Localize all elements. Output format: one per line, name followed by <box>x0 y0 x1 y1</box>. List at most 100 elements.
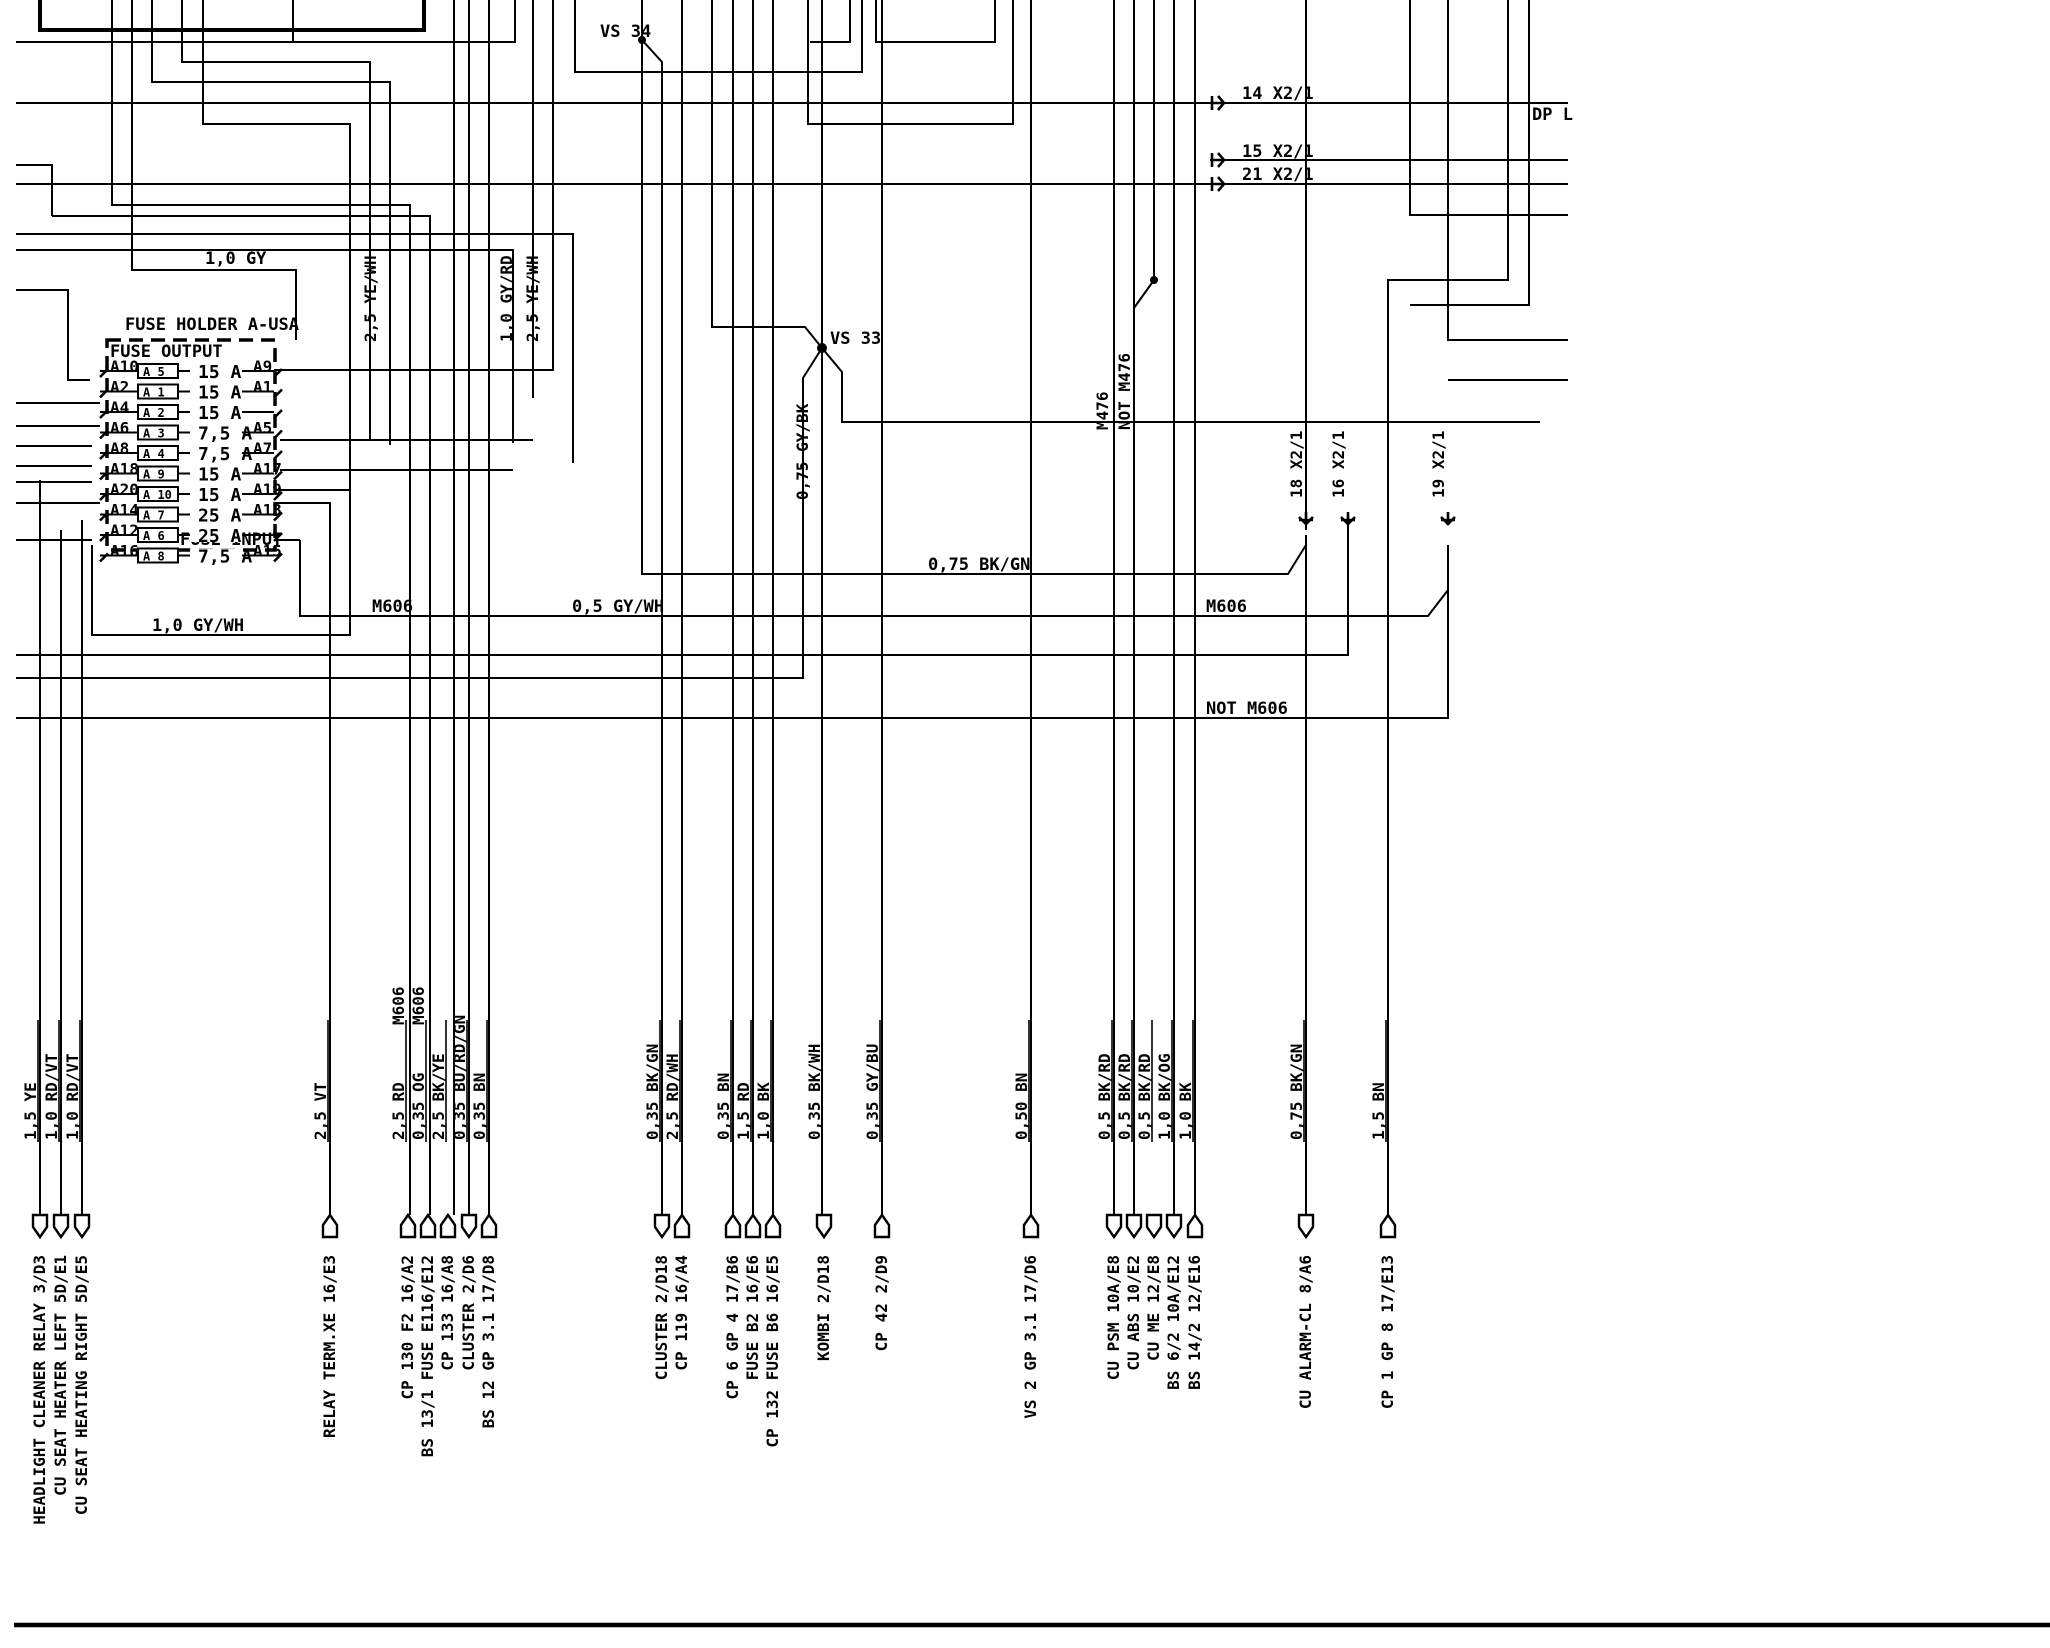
fuse-id: A 3 <box>143 427 165 441</box>
wire-destination: CP 132 FUSE B6 16/E5 <box>763 1255 782 1448</box>
wire-destination: FUSE B2 16/E6 <box>743 1255 762 1380</box>
wire-spec: 0,35 BU/RD/GN <box>450 1015 469 1140</box>
wire-label-gybk: 0,75 GY/BK <box>793 403 812 500</box>
wire-destination: CU SEAT HEATER LEFT 5D/E1 <box>51 1255 70 1496</box>
fuse-left-pin: A12 <box>110 521 139 540</box>
fuse-id: A 5 <box>143 365 165 379</box>
wiring-lines <box>16 0 1568 1215</box>
connector-label-16: 16 X2/1 <box>1329 431 1348 498</box>
connector-15: 15 X2/1 <box>1210 142 1314 168</box>
wire-destination: HEADLIGHT CLEANER RELAY 3/D3 <box>30 1255 49 1525</box>
wire-destination: BS 12 GP 3.1 17/D8 <box>479 1255 498 1428</box>
terminal-arrow-down-icon <box>815 1213 833 1240</box>
wire-terminal: 1,0 BK/OG BS 6/2 10A/E12 <box>1155 1020 1183 1390</box>
wire-destination: CU SEAT HEATING RIGHT 5D/E5 <box>72 1255 91 1515</box>
terminal-arrow-down-icon <box>31 1213 49 1240</box>
wire-spec: 2,5 BK/YE <box>429 1053 448 1140</box>
wire-label-yewh-b: 2,5 YE/WH <box>523 255 542 342</box>
wire-spec: 0,35 BK/WH <box>805 1044 824 1140</box>
fuse-row: A14 A 7 25 A A13 <box>99 501 283 527</box>
fuse-id: A 8 <box>143 550 165 564</box>
fuse-id: A 6 <box>143 529 165 543</box>
wire-spec: 0,35 BK/GN <box>643 1044 662 1140</box>
wire-label-gyrd: 1,0 GY/RD <box>497 255 516 342</box>
fuse-right-pin: A15 <box>253 542 282 561</box>
fuse-id: A 7 <box>143 509 165 523</box>
fuse-right-pin: A5 <box>253 419 272 438</box>
terminal-arrow-down-icon <box>1297 1213 1315 1240</box>
fuse-rating: 15 A <box>198 383 242 404</box>
wire-destination: CLUSTER 2/D6 <box>459 1255 478 1371</box>
fuse-rating: 25 A <box>198 506 242 527</box>
wire-option-code: M606 <box>409 986 428 1025</box>
splice-label-vs33: VS 33 <box>830 329 881 349</box>
fuse-left-pin: A8 <box>110 439 129 458</box>
terminal-arrow-up-icon <box>764 1212 782 1239</box>
wire-terminal: 1,5 RD FUSE B2 16/E6 <box>734 1020 762 1380</box>
terminal-arrow-down-icon <box>653 1213 671 1240</box>
fuse-id: A 1 <box>143 386 165 400</box>
wire-spec: 0,5 BK/RD <box>1135 1053 1154 1140</box>
fuse-left-pin: A16 <box>110 542 139 561</box>
wire-destination: BS 14/2 12/E16 <box>1185 1255 1204 1390</box>
wire-spec: 0,75 BK/GN <box>1287 1044 1306 1140</box>
splice-vs34: VS 34 <box>600 22 651 44</box>
wire-destination: CP 133 16/A8 <box>438 1255 457 1371</box>
wire-spec: 1,0 BK/OG <box>1155 1053 1174 1140</box>
fuse-left-pin: A6 <box>110 419 129 438</box>
wire-spec: 1,5 YE <box>21 1082 40 1140</box>
terminal-arrow-up-icon <box>673 1212 691 1239</box>
fuse-id: A 2 <box>143 406 165 420</box>
wire-labels: 1,0 GY 2,5 YE/WH 1,0 GY/RD 2,5 YE/WH 0,7… <box>152 249 1288 719</box>
wire-destination: CP 42 2/D9 <box>872 1255 891 1351</box>
fuse-left-pin: A14 <box>110 501 139 520</box>
fuse-right-pin: A13 <box>253 501 282 520</box>
wire-label-bkgn: 0,75 BK/GN <box>928 555 1030 575</box>
splice-label-vs34: VS 34 <box>600 22 651 42</box>
wire-terminal: 1,5 YE HEADLIGHT CLEANER RELAY 3/D3 <box>21 1020 49 1525</box>
terminal-arrow-up-icon <box>439 1212 457 1239</box>
wire-label-gy: 1,0 GY <box>205 249 267 269</box>
wire-destination: CP 130 F2 16/A2 <box>398 1255 417 1400</box>
terminal-arrow-up-icon <box>419 1212 437 1239</box>
wire-spec: 2,5 RD <box>389 1082 408 1140</box>
wire-label-m606-a: M606 <box>372 597 413 617</box>
terminal-arrow-down-icon <box>1105 1213 1123 1240</box>
terminal-arrow-up-icon <box>1379 1212 1397 1239</box>
wire-spec: 0,35 OG <box>409 1073 428 1140</box>
connector-label-19: 19 X2/1 <box>1429 431 1448 498</box>
fuse-left-pin: A4 <box>110 398 129 417</box>
wire-spec: 2,5 VT <box>311 1082 330 1140</box>
wire-terminal: 0,35 BU/RD/GN CLUSTER 2/D6 <box>450 1015 478 1371</box>
wire-label-not-m476: NOT M476 <box>1115 353 1134 430</box>
fuse-right-pin: A17 <box>253 460 282 479</box>
fuse-rating: 15 A <box>198 465 242 486</box>
wire-destination: BS 6/2 10A/E12 <box>1164 1255 1183 1390</box>
terminal-arrow-down-icon <box>73 1213 91 1240</box>
wire-destination: CU ALARM-CL 8/A6 <box>1296 1255 1315 1409</box>
wire-spec: 1,5 RD <box>734 1082 753 1140</box>
wire-destination: RELAY TERM.XE 16/E3 <box>320 1255 339 1438</box>
terminal-arrow-up-icon <box>724 1212 742 1239</box>
wire-label-m476: M476 <box>1093 391 1112 430</box>
connector-label-14: 14 X2/1 <box>1242 84 1314 104</box>
fuse-right-pin: A1 <box>253 378 272 397</box>
fuse-holder-title: FUSE HOLDER A-USA <box>125 315 299 335</box>
wire-label-m606-b: M606 <box>1206 597 1247 617</box>
